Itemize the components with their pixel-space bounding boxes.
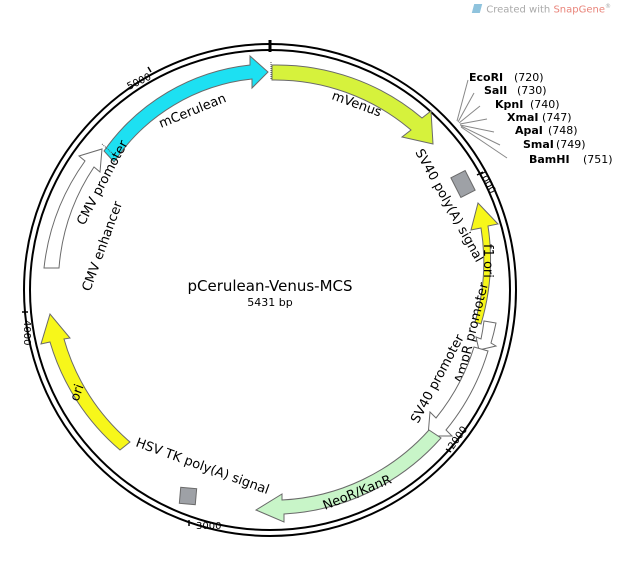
site-sali-name: SalI <box>484 84 507 97</box>
site-apai-name: ApaI <box>515 124 543 137</box>
site-smai-pos: (749) <box>556 138 586 151</box>
site-xmai[interactable]: XmaI (747) <box>507 111 572 124</box>
feature-sv40-polya-box[interactable] <box>450 169 476 199</box>
site-bamhi-pos: (751) <box>583 153 613 166</box>
feature-mvenus-arrow[interactable] <box>271 64 434 145</box>
feature-neor-kanr-arrow[interactable] <box>254 429 442 523</box>
site-kpni-pos: (740) <box>530 98 560 111</box>
site-xmai-pos: (747) <box>542 111 572 124</box>
watermark-reg: ® <box>605 3 611 10</box>
site-bamhi[interactable]: BamHI (751) <box>529 153 613 166</box>
site-sali-pos: (730) <box>517 84 547 97</box>
feature-f1-ori-label: f1 ori <box>480 244 495 278</box>
tick-1000: 1000 <box>475 168 497 196</box>
site-kpni[interactable]: KpnI (740) <box>495 98 560 111</box>
snapgene-watermark: Created with SnapGene® <box>472 3 611 16</box>
feature-f1-ori-arrow[interactable] <box>470 202 499 325</box>
site-xmai-name: XmaI <box>507 111 538 124</box>
site-bamhi-name: BamHI <box>529 153 570 166</box>
tick-3000-label: 3000 <box>196 521 221 532</box>
feature-ori-label: ori <box>68 382 88 403</box>
watermark-prefix: Created with <box>486 4 554 16</box>
site-apai-pos: (748) <box>548 124 578 137</box>
feature-hsv-tk-polya-box[interactable] <box>178 486 198 506</box>
tick-3000: 3000 <box>188 520 221 532</box>
feature-ori-arrow[interactable] <box>40 312 131 451</box>
site-ecori[interactable]: EcoRI (720) <box>469 71 544 84</box>
site-apai[interactable]: ApaI (748) <box>515 124 578 137</box>
tick-4000-label: 4000 <box>21 320 32 345</box>
site-ecori-name: EcoRI <box>469 71 503 84</box>
feature-cmv-arrow[interactable] <box>43 148 103 269</box>
site-leader-lines <box>456 79 508 159</box>
plasmid-length: 5431 bp <box>247 296 292 309</box>
plasmid-name: pCerulean-Venus-MCS <box>187 277 352 295</box>
mcerulean-start-dots <box>101 143 113 154</box>
tick-4000: 4000 <box>21 311 32 345</box>
watermark-brand: SnapGene <box>553 4 605 16</box>
feature-mcerulean-arrow[interactable] <box>103 54 269 163</box>
tick-1000-label: 1000 <box>475 168 497 196</box>
site-kpni-name: KpnI <box>495 98 523 111</box>
feature-ampr-promoter-arrow[interactable] <box>475 320 498 351</box>
site-smai-name: SmaI <box>523 138 554 151</box>
site-smai[interactable]: SmaI (749) <box>523 138 586 151</box>
feature-hsv-tk-polya-label: HSV TK poly(A) signal <box>134 436 271 498</box>
site-sali[interactable]: SalI (730) <box>484 84 547 97</box>
site-ecori-pos: (720) <box>514 71 544 84</box>
